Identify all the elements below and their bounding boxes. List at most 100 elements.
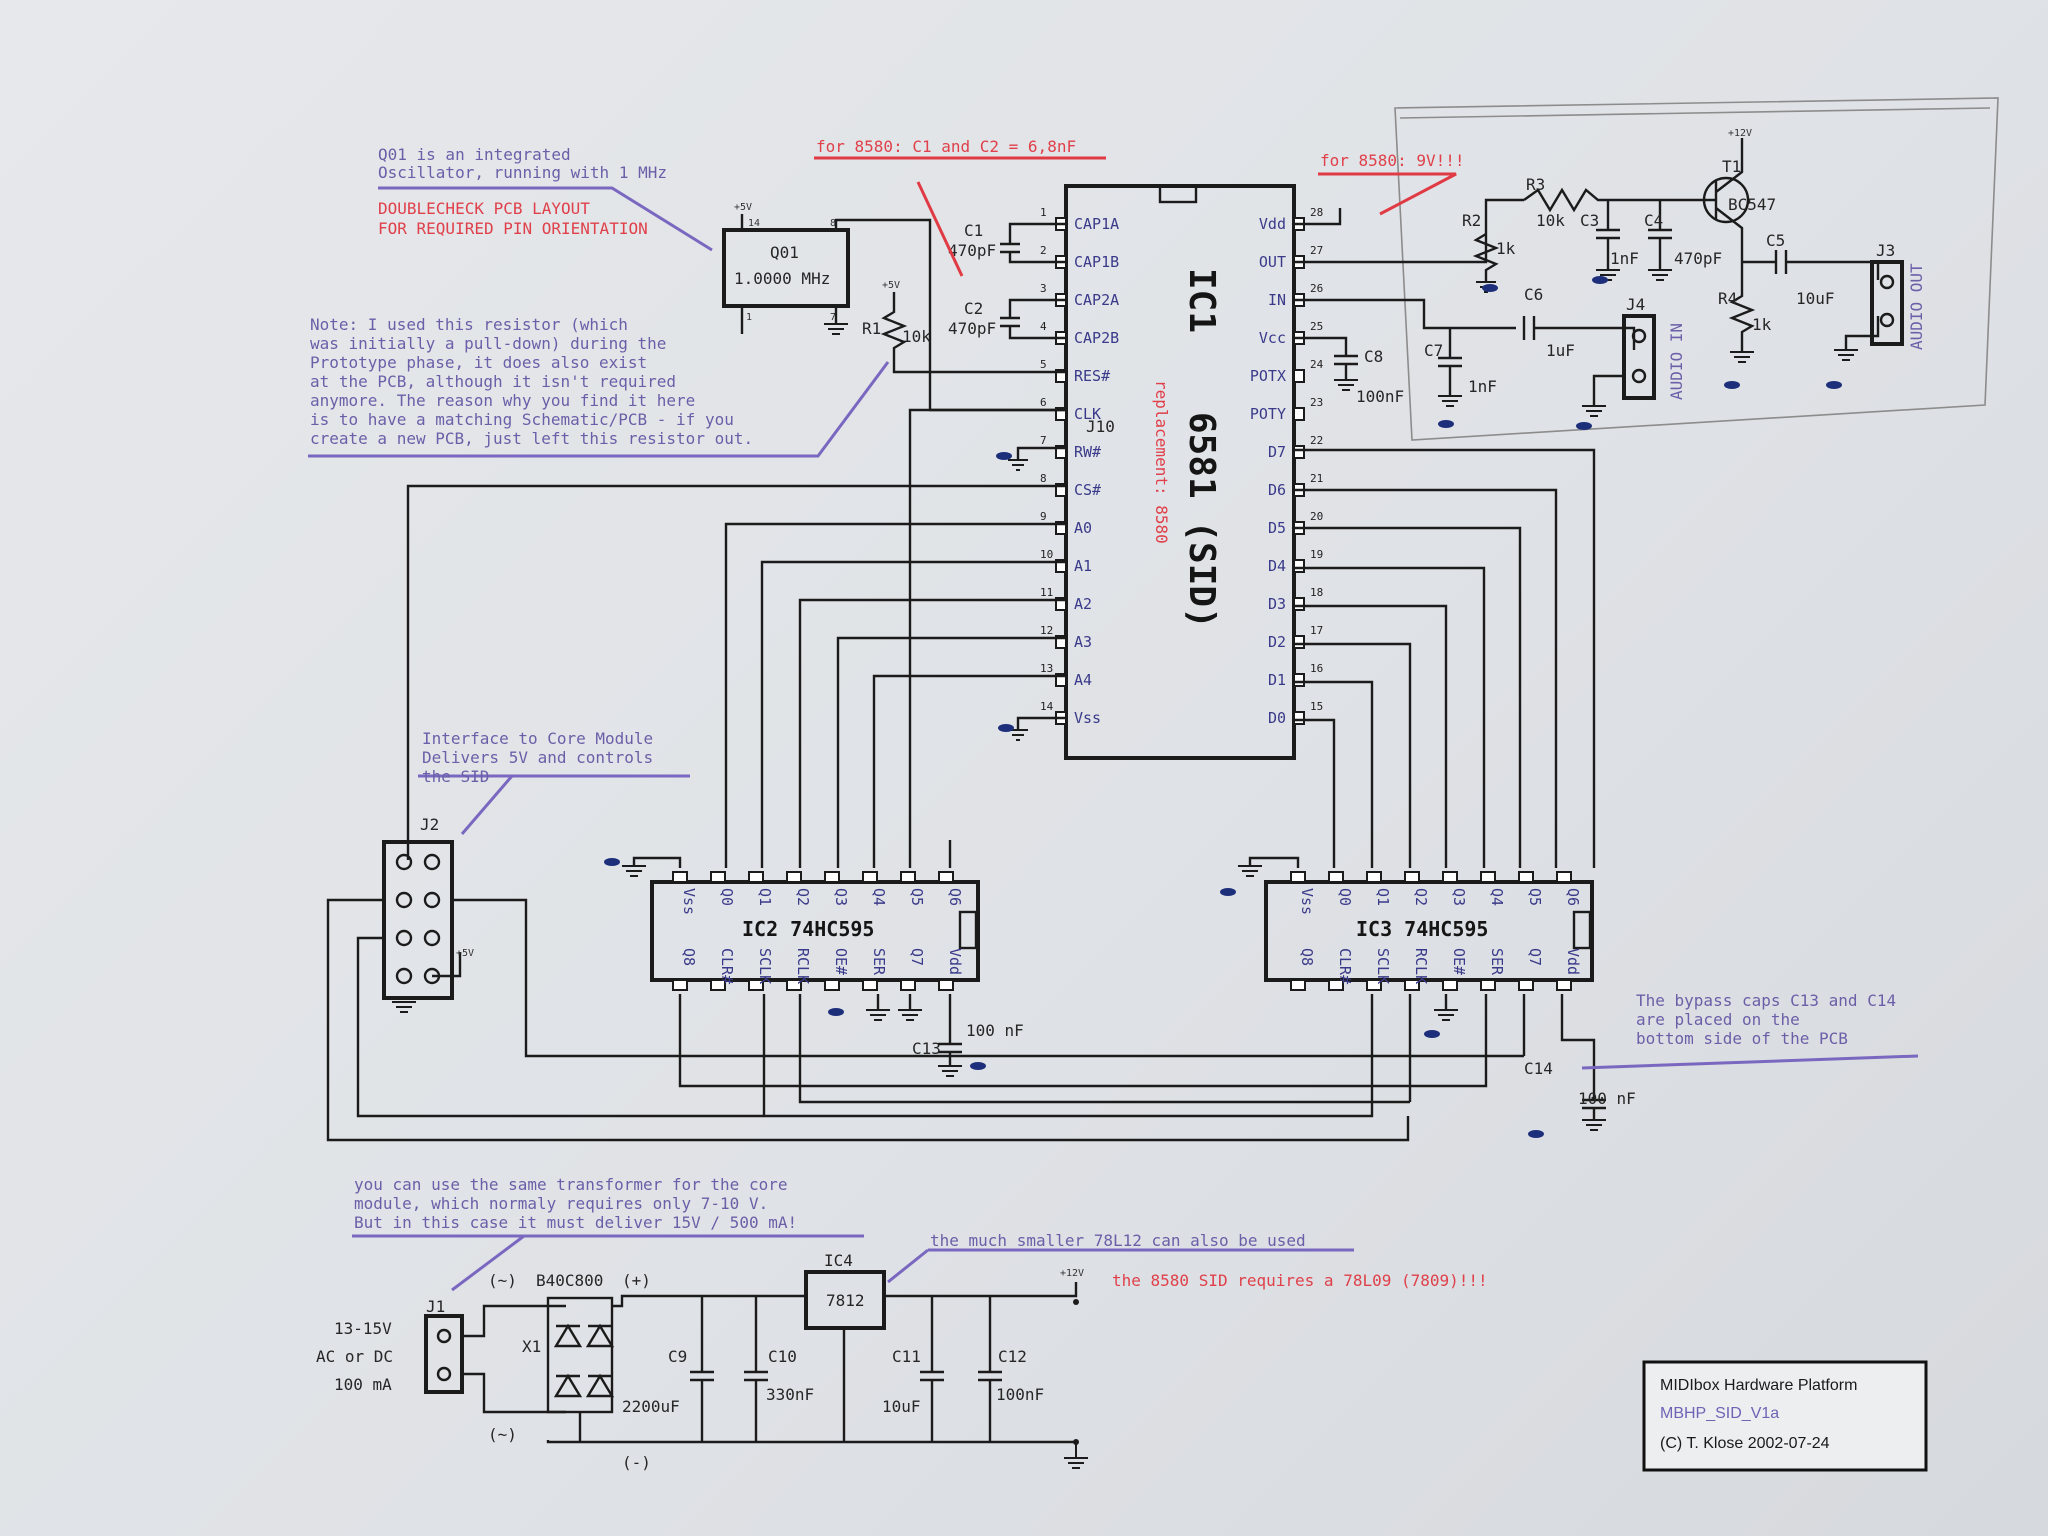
ic4-part: 7812 [826, 1291, 865, 1310]
q01-note-leader [378, 186, 713, 252]
ic1-pin-number: 9 [1040, 510, 1047, 523]
ic3-pin-label: SER [1488, 948, 1506, 976]
ic1-pin-label: A3 [1074, 633, 1092, 651]
ic1-pin-number: 15 [1310, 700, 1323, 713]
bypass-note-line: The bypass caps C13 and C14 [1636, 991, 1896, 1010]
c7-value: 1nF [1468, 377, 1497, 396]
ic1-pin-label: D2 [1268, 633, 1286, 651]
doublecheck-line1: DOUBLECHECK PCB LAYOUT [378, 199, 590, 218]
j3-connector [1870, 260, 1904, 346]
ic1-body [1064, 184, 1296, 760]
ic1-pin-number: 20 [1310, 510, 1323, 523]
title-block [1642, 1360, 1928, 1472]
pencil-audio-box-inner [1399, 107, 1991, 119]
ic1-pin-label: RW# [1074, 443, 1101, 461]
ic1-pin-label: D0 [1268, 709, 1286, 727]
ic1-pin-label: A4 [1074, 671, 1092, 689]
ic1-pin-res-n [1055, 369, 1067, 383]
bridge-ref: B40C800 [536, 1271, 603, 1290]
ic3-pin [1328, 979, 1344, 991]
j4-connector [1622, 314, 1656, 400]
title-block-line2: MBHP_SID_V1a [1660, 1405, 1779, 1422]
ic3-pin-label: Q7 [1526, 948, 1544, 966]
ic3-pin [1556, 871, 1572, 883]
ic2-pin-label: Q3 [832, 888, 850, 906]
ic1-pin-number: 8 [1040, 472, 1047, 485]
ic2-pin [938, 871, 954, 883]
ic2-pin [900, 871, 916, 883]
q01-vcc: +5V [734, 202, 752, 213]
ic2-notch [958, 910, 978, 950]
ic2-pin-label: Q2 [794, 888, 812, 906]
q01-freq: 1.0000 MHz [734, 269, 830, 288]
ic2-pin [786, 979, 802, 991]
c5-value: 10uF [1796, 289, 1835, 308]
ic2-pin-label: Q0 [718, 888, 736, 906]
q01-pin8: 8 [830, 218, 836, 229]
ic3-pin-label: Q8 [1298, 948, 1316, 966]
ic2-label: IC2 74HC595 [742, 917, 874, 941]
q01-body [722, 228, 850, 308]
ic3-body [1264, 880, 1594, 982]
r1-value: 10k [902, 327, 931, 346]
q01-name: Q01 [770, 243, 799, 262]
ic1-pin-label: D1 [1268, 671, 1286, 689]
ic1-pin-number: 4 [1040, 320, 1047, 333]
ic2-pin-label: SCLK [756, 948, 774, 984]
regulator-note-leader [887, 1248, 1354, 1284]
bypass-note-line: bottom side of the PCB [1636, 1029, 1848, 1048]
ic1-pin-number: 3 [1040, 282, 1047, 295]
ic1-pin-number: 28 [1310, 206, 1323, 219]
ic1-pin-number: 21 [1310, 472, 1323, 485]
r4-value: 1k [1752, 315, 1772, 334]
ic3-pin-label: CLR# [1336, 948, 1354, 984]
interface-note-line: the SID [422, 767, 489, 786]
c8-ref: C8 [1364, 347, 1383, 366]
resistor-note-line: create a new PCB, just left this resisto… [310, 429, 753, 448]
ic4-out-vcc: +12V [1060, 1268, 1084, 1279]
ic3-pin [1518, 979, 1534, 991]
c3-ref: C3 [1580, 211, 1599, 230]
j4-ref: J4 [1626, 295, 1645, 314]
ic1-pin-number: 25 [1310, 320, 1323, 333]
q01-note-line2: Oscillator, running with 1 MHz [378, 163, 667, 182]
ic3-pin [1480, 979, 1496, 991]
bypass-note-leader [1581, 1054, 1919, 1070]
resistor-note-line: at the PCB, although it isn't required [310, 372, 676, 391]
supply-line3: 100 mA [334, 1375, 392, 1394]
ic1-pin-label: RES# [1074, 367, 1110, 385]
supply-line1: 13-15V [334, 1319, 392, 1338]
c14-ref: C14 [1524, 1059, 1553, 1078]
ic1-pin-label: D4 [1268, 557, 1286, 575]
ic3-pin-label: Vdd [1564, 948, 1582, 975]
ic2-pin [824, 871, 840, 883]
ic1-pin-label: D6 [1268, 481, 1286, 499]
ic2-body [650, 880, 980, 982]
ic3-pin-label: Q2 [1412, 888, 1430, 906]
vdd-8580-leader [1318, 172, 1457, 216]
ic1-pin-d3 [1293, 597, 1305, 611]
interface-note-line: Delivers 5V and controls [422, 748, 653, 767]
ic2-pin [824, 979, 840, 991]
c10-ref: C10 [768, 1347, 797, 1366]
ic1-pin-number: 12 [1040, 624, 1053, 637]
ic2-pin [672, 979, 688, 991]
ic2-pin-label: Q8 [680, 948, 698, 966]
bridge-tilde-top: (~) [488, 1271, 517, 1290]
ic1-pin-label: CS# [1074, 481, 1101, 499]
j4-title: AUDIO IN [1667, 323, 1686, 400]
resistor-note-line: Note: I used this resistor (which [310, 315, 628, 334]
ic1-pin-number: 16 [1310, 662, 1323, 675]
ic3-label: IC3 74HC595 [1356, 917, 1488, 941]
ic1-pin-cs-n [1055, 483, 1067, 497]
c6-ref: C6 [1524, 285, 1543, 304]
transformer-note-leader [352, 1234, 864, 1292]
j2-ref: J2 [420, 815, 439, 834]
ic2-pin [900, 979, 916, 991]
c9-ref: C9 [668, 1347, 687, 1366]
interface-note-line: Interface to Core Module [422, 729, 653, 748]
c2-value: 470pF [948, 319, 996, 338]
t1-part: BC547 [1728, 195, 1776, 214]
